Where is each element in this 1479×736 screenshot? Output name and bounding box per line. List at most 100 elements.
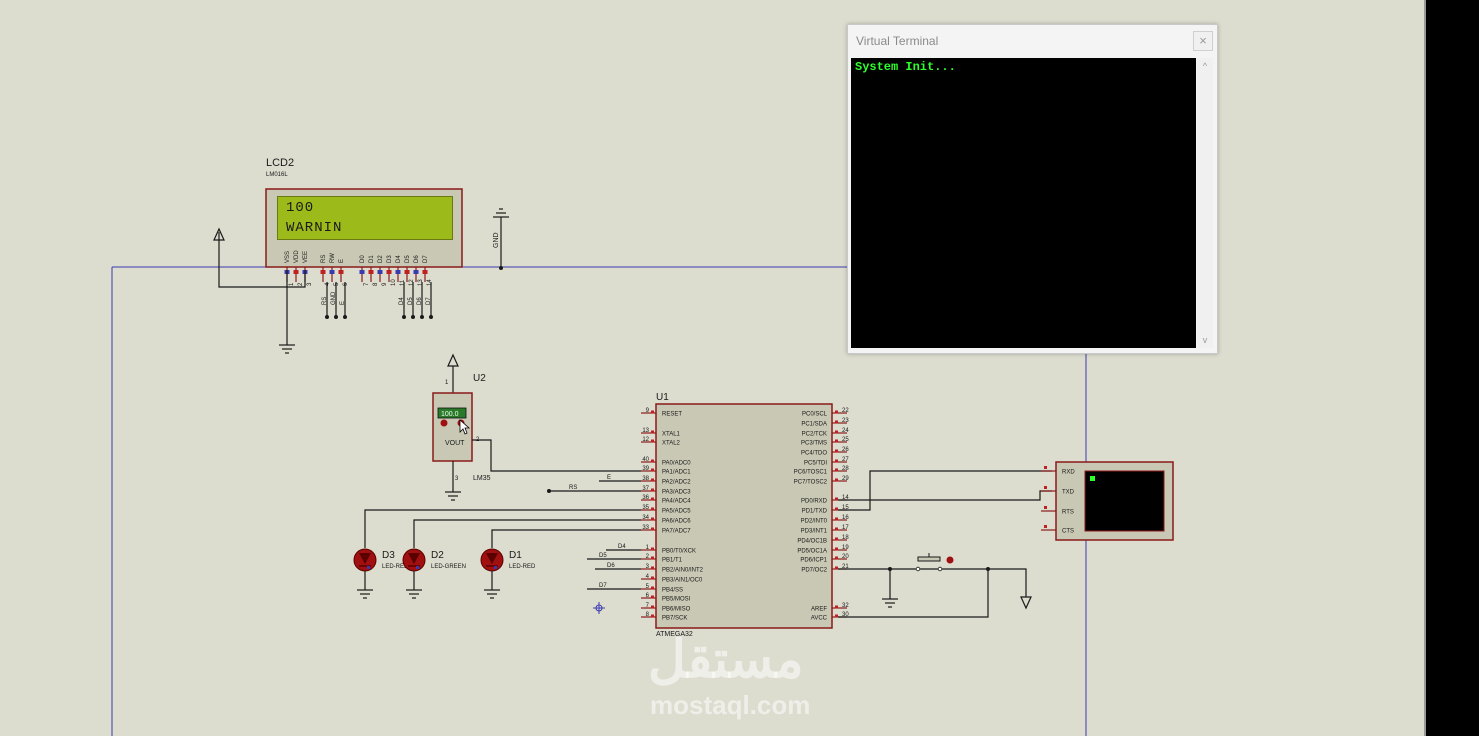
- gnd-label: GND: [493, 232, 500, 248]
- mcu-pin-number: 35: [642, 505, 649, 511]
- diode-icon: [408, 553, 420, 564]
- close-button[interactable]: ×: [1193, 31, 1213, 51]
- lm35-component[interactable]: U2 1 100.0 VOUT 2 3 LM35: [432, 353, 491, 501]
- mcu-pin-number: 33: [642, 525, 649, 531]
- window-title: Virtual Terminal: [856, 34, 939, 48]
- terminal-output-area[interactable]: System Init...: [851, 58, 1196, 348]
- terminal-pin-label: CTS: [1062, 529, 1074, 535]
- pin-state-icon: [651, 459, 654, 463]
- lcd-pin-label: RS: [321, 255, 327, 263]
- mcu-pin-label: PD7/OC2: [801, 568, 827, 574]
- lcd-vdd-wire: [218, 232, 306, 288]
- led-model-label: LED-GREEN: [431, 564, 466, 570]
- scroll-down-icon[interactable]: v: [1202, 335, 1208, 345]
- mcu-pin-number: 25: [842, 437, 849, 443]
- diode-icon: [359, 553, 371, 564]
- pin-state-icon: [651, 614, 654, 618]
- lcd-pin-label: D2: [378, 255, 384, 263]
- mcu-pin-label: PD2/INT0: [801, 519, 828, 525]
- lcd-pin-number: 13: [418, 279, 424, 286]
- pin-state-icon: [1044, 525, 1047, 528]
- watermark-logo: مستقل: [648, 631, 804, 689]
- pin-state-icon: [651, 547, 654, 551]
- avcc-wire: [958, 568, 1027, 597]
- lcd-net-label: RS: [322, 297, 328, 305]
- net-label-e: E: [607, 475, 611, 481]
- lcd-pin-number: 14: [427, 279, 433, 286]
- lcd-pin-number: 5: [334, 282, 340, 286]
- mcu-pin-number: 2: [646, 554, 650, 560]
- mcu-pin-label: PC6/TOSC1: [794, 470, 828, 476]
- pin-state-icon: [835, 614, 838, 618]
- lcd-pin-number: 6: [343, 282, 349, 286]
- pin-state-icon: [1044, 506, 1047, 509]
- mcu-pin-number: 8: [646, 612, 650, 618]
- mcu-pin-number: 24: [842, 428, 849, 434]
- pin-state-icon: [651, 468, 654, 472]
- svg-text:3: 3: [455, 476, 459, 482]
- pin-state-icon: [386, 270, 392, 274]
- pin-state-icon: [368, 270, 374, 274]
- mcu-pin-label: PB0/T0/XCK: [662, 549, 696, 555]
- pin-state-icon: [1044, 486, 1047, 489]
- scroll-up-icon[interactable]: ^: [1202, 61, 1208, 71]
- mcu-pin-label: RESET: [662, 412, 682, 418]
- mcu-left-pins: 9RESET13XTAL112XTAL240PA0/ADC039PA1/ADC1…: [641, 408, 704, 622]
- mcu-pin-number: 40: [642, 457, 649, 463]
- mcu-pin-label: PC5/TDI: [804, 461, 827, 467]
- vertical-scrollbar[interactable]: ^ v: [1197, 58, 1213, 348]
- terminal-cursor: [1090, 476, 1095, 481]
- close-icon: ×: [1199, 33, 1207, 48]
- pin-state-icon: [651, 497, 654, 501]
- lcd-model-label: LM016L: [266, 172, 288, 178]
- mcu-pin-label: PA4/ADC4: [662, 499, 691, 505]
- lcd-net-label: D7: [426, 297, 432, 305]
- mcu-pin-label: PD6/ICP1: [800, 558, 827, 564]
- net-label-d7: D7: [599, 583, 607, 589]
- terminal-pin-label: RXD: [1062, 470, 1075, 476]
- pin-state-icon: [494, 566, 497, 569]
- net-label-d5: D5: [599, 553, 607, 559]
- lcd-pin-label: E: [339, 259, 345, 263]
- pin-state-icon: [835, 566, 838, 570]
- power-arrow-down-icon: [1020, 596, 1032, 610]
- net-label-rs: RS: [569, 485, 577, 491]
- pin-state-icon: [329, 270, 335, 274]
- lcd-net-label: GND: [331, 291, 337, 305]
- pin-state-icon: [651, 595, 654, 599]
- mcu-pin-number: 32: [842, 603, 849, 609]
- virtual-terminal-window[interactable]: Virtual Terminal × System Init... ^ v: [847, 24, 1218, 354]
- pin-state-icon: [835, 605, 838, 609]
- mcu-pin-label: AVCC: [811, 616, 828, 622]
- mcu-ref-label: U1: [656, 392, 669, 403]
- led-ref-label: D3: [382, 550, 395, 561]
- pin-state-icon: [413, 270, 419, 274]
- pin-state-icon: [835, 507, 838, 511]
- pin-state-icon: [651, 517, 654, 521]
- mcu-pin-label: PB5/MOSI: [662, 597, 691, 603]
- button-state-icon[interactable]: [946, 556, 954, 564]
- mcu-pin-number: 5: [646, 584, 650, 590]
- decrement-icon[interactable]: [440, 419, 448, 427]
- mcu-pin-number: 29: [842, 476, 849, 482]
- lcd-pin-number: 9: [382, 282, 388, 286]
- mcu-pin-number: 6: [646, 593, 650, 599]
- terminal-pin-label: TXD: [1062, 490, 1075, 496]
- mcu-pin-label: PA5/ADC5: [662, 509, 691, 515]
- mcu-pin-label: PC1/SDA: [801, 422, 827, 428]
- pin-state-icon: [835, 517, 838, 521]
- mcu-pin-number: 27: [842, 457, 849, 463]
- lm35-value-display[interactable]: [437, 407, 467, 419]
- atmega32-component[interactable]: U1 ATMEGA32 9RESET13XTAL112XTAL240PA0/AD…: [641, 392, 849, 638]
- mcu-pin-label: PB7/SCK: [662, 616, 687, 622]
- mcu-pin-number: 18: [842, 535, 849, 541]
- pin-state-icon: [293, 270, 299, 274]
- pushbutton-component[interactable]: [915, 553, 954, 572]
